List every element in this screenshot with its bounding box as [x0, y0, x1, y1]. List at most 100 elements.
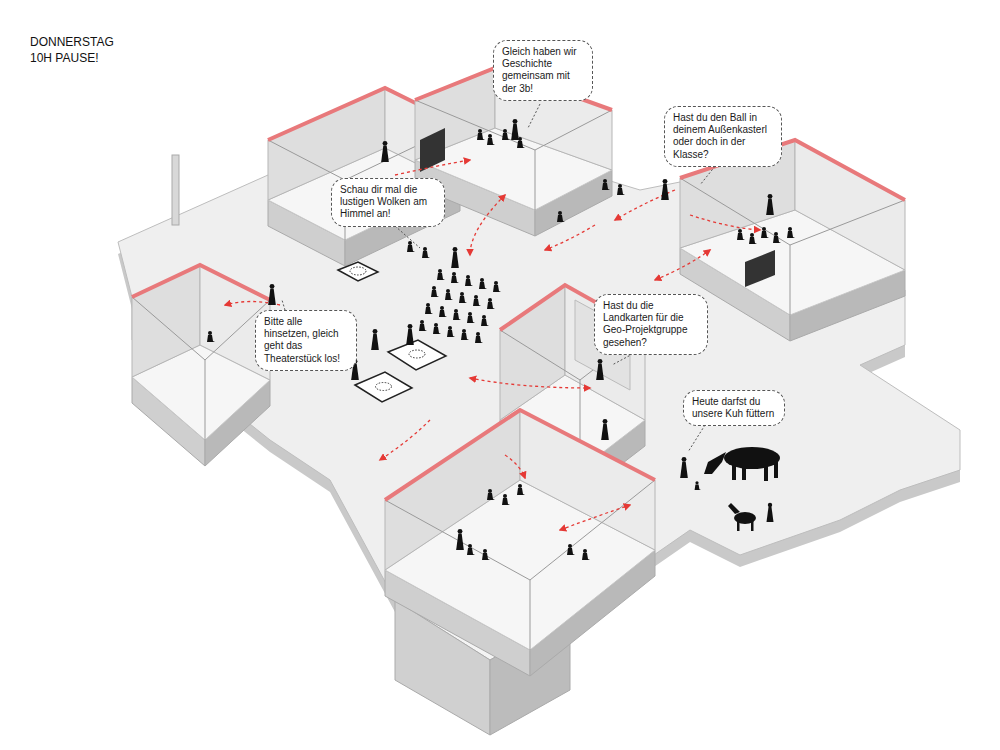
- person-silhouette: [479, 278, 487, 289]
- rug-pattern: [376, 383, 392, 391]
- person-silhouette: [467, 312, 475, 323]
- person-silhouette: [749, 233, 757, 244]
- movement-arrow: [545, 225, 595, 250]
- room-wall: [385, 410, 520, 570]
- speech-bubble: Heute darfst du unsere Kuh füttern: [683, 390, 785, 426]
- wall-top: [132, 265, 270, 300]
- speech-text: Bitte alle hinsetzen, gleich geht das Th…: [264, 316, 348, 365]
- person-silhouette: [207, 331, 215, 342]
- movement-arrow: [470, 378, 590, 388]
- glass-edge: [205, 360, 206, 440]
- person-silhouette: [582, 549, 590, 560]
- glass-edge: [790, 245, 791, 315]
- person-silhouette: [482, 549, 490, 560]
- person-silhouette: [601, 419, 609, 440]
- person-silhouette: [453, 309, 461, 320]
- person-silhouette: [451, 272, 459, 283]
- cow-silhouette: [704, 447, 780, 481]
- screen: [745, 250, 775, 287]
- speech-text: Gleich haben wir Geschichte gemeinsam mi…: [502, 46, 584, 95]
- person-silhouette: [406, 324, 414, 345]
- room-wall: [520, 410, 655, 550]
- person-silhouette: [596, 359, 604, 380]
- person-silhouette: [422, 247, 430, 258]
- person-silhouette: [461, 329, 469, 340]
- person-silhouette: [439, 306, 447, 317]
- person-silhouette: [487, 298, 495, 309]
- person-silhouette: [502, 494, 510, 505]
- person-silhouette: [456, 529, 464, 550]
- person-silhouette: [567, 544, 575, 555]
- person-silhouette: [737, 229, 745, 240]
- person-silhouette: [381, 141, 389, 162]
- person-silhouette: [511, 119, 519, 140]
- rug-pattern: [409, 350, 425, 358]
- rug: [388, 340, 446, 370]
- glass-edge: [530, 580, 531, 650]
- speech-text: Schau dir mal die lustigen Wolken am Him…: [340, 184, 436, 221]
- speech-bubble: Schau dir mal die lustigen Wolken am Him…: [331, 178, 445, 227]
- person-silhouette: [493, 281, 501, 292]
- person-silhouette: [695, 481, 701, 490]
- person-silhouette: [451, 247, 459, 268]
- person-silhouette: [459, 292, 467, 303]
- bubble-tail: [395, 226, 420, 248]
- goat-silhouette: [728, 503, 756, 531]
- speech-bubble: Bitte alle hinsetzen, gleich geht das Th…: [255, 310, 357, 371]
- person-silhouette: [557, 211, 565, 222]
- person-silhouette: [475, 332, 483, 343]
- bubble-tail: [688, 425, 705, 452]
- person-silhouette: [477, 129, 485, 140]
- rug: [355, 372, 412, 402]
- person-silhouette: [766, 194, 774, 215]
- person-silhouette: [437, 269, 445, 280]
- wall-top: [385, 410, 655, 500]
- page-title: DONNERSTAG 10H PAUSE!: [30, 34, 130, 66]
- person-silhouette: [481, 315, 489, 326]
- movement-arrow: [470, 195, 505, 255]
- glass-edge: [132, 297, 270, 360]
- speech-text: Hast du die Landkarten für die Geo-Proje…: [603, 300, 699, 349]
- rug-pattern: [350, 267, 366, 275]
- speech-bubble: Hast du die Landkarten für die Geo-Proje…: [594, 294, 708, 355]
- person-silhouette: [425, 303, 433, 314]
- person-silhouette: [467, 544, 475, 555]
- person-silhouette: [419, 320, 427, 331]
- person-silhouette: [268, 284, 276, 305]
- movement-arrow: [505, 455, 525, 478]
- person-silhouette: [465, 275, 473, 286]
- person-silhouette: [661, 179, 669, 200]
- room-wall: [795, 140, 905, 270]
- glass-edge: [535, 150, 536, 210]
- person-silhouette: [445, 289, 453, 300]
- movement-arrow: [560, 505, 630, 530]
- person-silhouette: [447, 326, 455, 337]
- speech-bubble: Gleich haben wir Geschichte gemeinsam mi…: [493, 40, 593, 101]
- person-silhouette: [487, 134, 495, 145]
- person-silhouette: [761, 227, 769, 238]
- person-silhouette: [680, 457, 688, 478]
- speech-bubble: Hast du den Ball in deinem Außenkasterl …: [664, 106, 782, 167]
- movement-arrow: [690, 215, 760, 230]
- person-silhouette: [371, 329, 379, 350]
- person-silhouette: [787, 227, 795, 238]
- person-silhouette: [433, 323, 441, 334]
- person-silhouette: [473, 295, 481, 306]
- person-silhouette: [487, 489, 495, 500]
- person-silhouette: [617, 184, 625, 195]
- person-silhouette: [502, 129, 510, 140]
- movement-arrow: [395, 160, 470, 175]
- bubble-tail: [528, 104, 540, 128]
- blackboard: [420, 128, 445, 172]
- person-silhouette: [431, 286, 439, 297]
- movement-arrow: [380, 420, 430, 460]
- person-silhouette: [773, 232, 781, 243]
- movement-arrow: [655, 250, 710, 280]
- person-silhouette: [602, 179, 610, 190]
- glass-edge: [680, 178, 905, 245]
- speech-text: Heute darfst du unsere Kuh füttern: [692, 396, 776, 420]
- rug: [338, 262, 378, 281]
